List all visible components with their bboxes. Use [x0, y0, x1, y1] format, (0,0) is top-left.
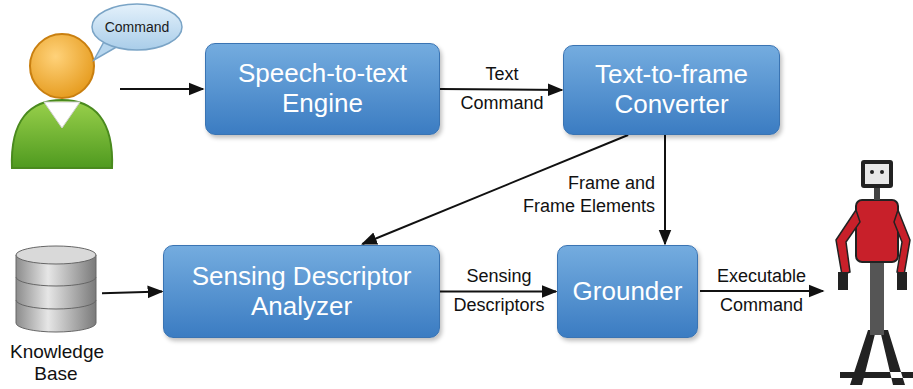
database-node: Knowledge Base [10, 245, 102, 387]
edge-label: Text Command [442, 60, 562, 118]
flow-arrow [664, 135, 666, 244]
process-box: Grounder [557, 245, 698, 338]
box-label: Speech-to-text Engine [216, 59, 429, 119]
flow-arrow [440, 291, 556, 293]
node-label: Knowledge Base [10, 341, 102, 385]
edge-label: Sensing Descriptors [440, 262, 558, 320]
box-label: Grounder [573, 277, 683, 307]
box-label: Sensing Descriptor Analyzer [174, 262, 429, 322]
process-box: Sensing Descriptor Analyzer [163, 245, 440, 338]
flow-arrow [440, 89, 562, 90]
robot-illustration [836, 160, 913, 385]
process-box: Speech-to-text Engine [205, 43, 440, 135]
node-label: Command [92, 4, 182, 50]
input-arrow [120, 88, 203, 90]
output-arrow [700, 290, 823, 292]
edge-label: Frame and Frame Elements [517, 172, 655, 218]
box-label: Text-to-frame Converter [574, 60, 769, 120]
process-box: Text-to-frame Converter [563, 45, 780, 135]
database-cylinder [10, 245, 102, 335]
output-label: Executable Command [698, 262, 825, 320]
flow-arrow [102, 292, 162, 294]
speech-bubble: Command [92, 4, 182, 50]
